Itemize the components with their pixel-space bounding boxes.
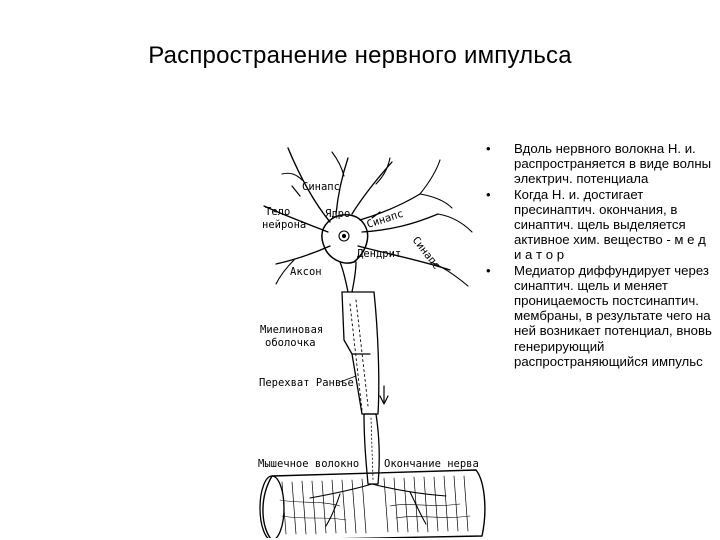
label-cell-body-line2: нейрона [262, 219, 306, 231]
dendrite-branch [437, 213, 473, 233]
bullet-marker: • [486, 141, 491, 156]
arrow [291, 185, 301, 197]
label-synapse-top: Синапс [302, 181, 340, 193]
bullet-text: Когда Н. и. достигает пресинаптич. оконч… [514, 186, 706, 263]
bullet-marker: • [486, 262, 491, 278]
dendrite-branch [287, 147, 331, 223]
dendrite-branch [281, 172, 303, 181]
label-muscle-fiber: Мышечное волокно [258, 458, 359, 470]
dendrite-branch [331, 151, 345, 177]
bullet-marker: • [486, 186, 491, 202]
label-myelin-line1: Миелиновая [260, 324, 323, 336]
label-dendrite: Дендрит [357, 248, 401, 260]
dendrite-branch [419, 193, 453, 209]
muscle-texture [279, 499, 471, 521]
axon-hillock [339, 261, 357, 293]
nucleus [338, 230, 350, 242]
label-nucleus: Ядро [325, 208, 350, 220]
label-myelin-line2: оболочка [265, 337, 316, 349]
bullet-list: • Вдоль нервного волокна Н. и. распростр… [486, 141, 714, 369]
neuron-diagram: Синапс Тело нейрона Ядро Синапс Синапс Д… [248, 128, 498, 538]
dendrite-branch [419, 159, 441, 195]
bullet-item: • Вдоль нервного волокна Н. и. распростр… [486, 141, 714, 187]
label-nerve-ending: Окончание нерва [384, 458, 479, 470]
label-axon: Аксон [290, 266, 322, 278]
muscle-fiber [262, 469, 486, 538]
dendrite-branch [275, 245, 331, 265]
slide-title: Распространение нервного импульса [148, 42, 572, 69]
nucleolus [341, 233, 347, 239]
axon-core [370, 417, 374, 481]
label-ranvier: Перехват Ранвье [259, 377, 354, 389]
bullet-item: • Когда Н. и. достигает пресинаптич. око… [486, 187, 714, 263]
bullet-text: Медиатор диффундирует через синаптич. ще… [514, 262, 712, 369]
label-cell-body-line1: Тело [265, 206, 290, 218]
pointer-line [339, 375, 357, 383]
arrow [379, 385, 389, 405]
dendrite-branch [275, 259, 295, 285]
arrow [371, 211, 381, 219]
dendrite-branch [375, 157, 391, 185]
nerve-ending [309, 483, 447, 527]
dendrite-branch [429, 261, 469, 287]
dendrite-branch [361, 213, 439, 233]
bullet-item: • Медиатор диффундирует через синаптич. … [486, 263, 714, 369]
muscle-striations [281, 475, 469, 535]
label-synapse-far: Синапс [410, 234, 443, 271]
bullet-text: Вдоль нервного волокна Н. и. распростран… [514, 141, 712, 187]
neuron-illustration: Синапс Тело нейрона Ядро Синапс Синапс Д… [258, 147, 486, 538]
dendrite-branch [359, 193, 421, 221]
axon-distal [363, 413, 380, 485]
cell-body [321, 214, 369, 264]
axon-core [349, 303, 363, 411]
dendrite-branch [335, 157, 349, 215]
